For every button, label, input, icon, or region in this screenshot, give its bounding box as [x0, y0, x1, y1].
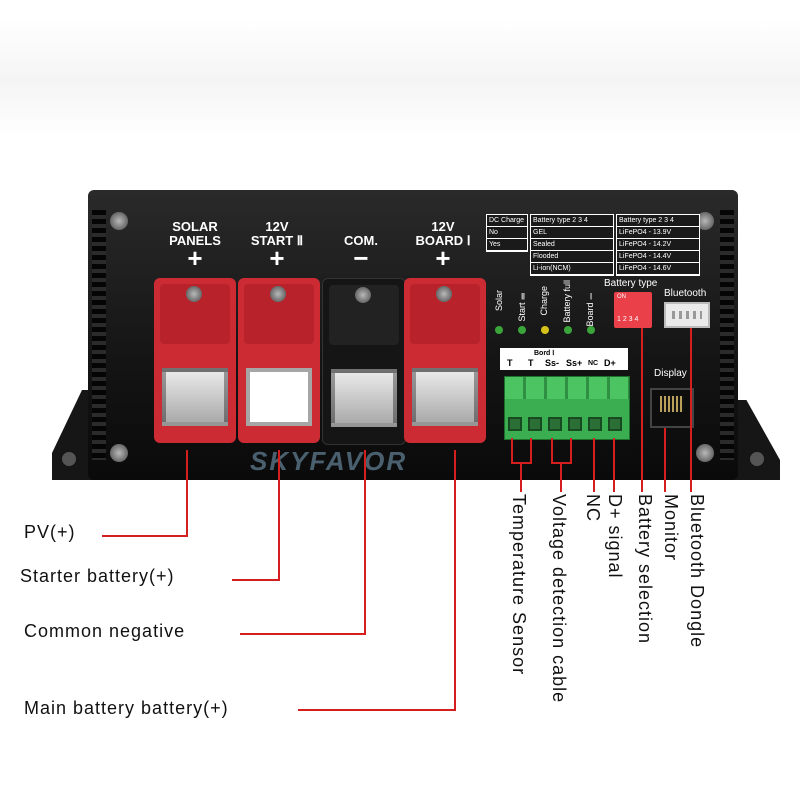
left-cooling-fins [92, 210, 106, 460]
right-cooling-fins [720, 210, 734, 460]
led-label-start: Start Ⅱ [517, 290, 527, 322]
connector-screw [436, 286, 452, 302]
connector-socket [246, 368, 312, 426]
left-mount-hole [62, 452, 76, 466]
terminal-polarity-com: − [353, 243, 369, 273]
battery-type-table-lead-acid: Battery type 2 3 4 GEL Sealed Flooded Li… [530, 214, 614, 276]
bracket-voltage-stem [560, 462, 562, 492]
charge-table: DC Charge No Yes [486, 214, 528, 252]
bracket-temperature-2 [530, 438, 532, 464]
start-battery-connector[interactable] [238, 278, 320, 443]
led-start [518, 326, 526, 334]
terminal-pin-t1[interactable] [508, 417, 522, 431]
line-bluetooth [690, 328, 692, 492]
terminal-label-board: 12V BOARD Ⅰ [415, 219, 471, 248]
connector-socket [162, 368, 228, 426]
bracket-temperature-stem [520, 462, 522, 492]
led-label-battery-full: Battery full [562, 280, 572, 323]
connector-socket [331, 369, 397, 427]
led-label-solar: Solar [494, 290, 504, 312]
line-d-plus [613, 438, 615, 492]
connector-screw [270, 286, 286, 302]
callout-d-plus-signal: D+ signal [605, 494, 625, 579]
line-monitor [664, 428, 666, 492]
callout-line-board-vertical [454, 450, 456, 710]
dip-on-label: ON [617, 294, 626, 300]
callout-main-battery: Main battery battery(+) [24, 698, 229, 718]
terminal-group-label: Bord Ⅰ [534, 350, 555, 357]
led-label-board: Board Ⅰ [585, 290, 595, 327]
terminal-polarity-start: + [269, 243, 285, 273]
bracket-voltage-2 [570, 438, 572, 464]
led-charge [541, 326, 549, 334]
callout-line-board-horizontal [298, 709, 456, 711]
line-battery-selection [641, 328, 643, 492]
bluetooth-port[interactable] [664, 302, 710, 328]
callout-line-start-vertical [278, 450, 280, 580]
callout-nc: NC [583, 494, 603, 522]
right-mount-hole [750, 452, 764, 466]
callout-common-negative: Common negative [24, 621, 186, 641]
pin-label-ss-plus: Ss+ [566, 358, 583, 368]
pin-label-nc: NC [588, 360, 599, 367]
bracket-temperature [511, 438, 513, 464]
panel-screw-top-right [696, 212, 714, 230]
callout-line-com-vertical [364, 450, 366, 634]
panel-screw-bottom-right [696, 444, 714, 462]
callout-pv: PV(+) [24, 522, 76, 542]
terminal-pin-t2[interactable] [528, 417, 542, 431]
dip-numbers: 1 2 3 4 [617, 316, 639, 323]
terminal-polarity-board: + [435, 243, 451, 273]
terminal-label-com: COM. [344, 233, 378, 248]
led-label-charge: Charge [539, 286, 549, 316]
terminal-pin-ss-minus[interactable] [548, 417, 562, 431]
callout-bluetooth-dongle: Bluetooth Dongle [687, 494, 707, 649]
callout-starter-battery: Starter battery(+) [20, 566, 175, 586]
dip-switch-label: Battery type [604, 278, 658, 289]
callout-monitor: Monitor [661, 494, 681, 562]
led-board [587, 326, 595, 334]
pin-label-t1: T [507, 358, 513, 368]
pin-label-t2: T [528, 358, 534, 368]
terminal-label-solar: SOLAR PANELS [169, 219, 221, 248]
callout-battery-selection: Battery selection [635, 494, 655, 645]
terminal-polarity-solar: + [187, 243, 203, 273]
terminal-pin-ss-plus[interactable] [568, 417, 582, 431]
callout-temperature-sensor: Temperature Sensor [509, 494, 529, 676]
terminal-pin-d-plus[interactable] [608, 417, 622, 431]
signal-terminal-block[interactable] [504, 376, 630, 440]
callout-line-pv-horizontal [102, 535, 188, 537]
solar-panel-connector[interactable] [154, 278, 236, 443]
bluetooth-label: Bluetooth [664, 288, 707, 299]
battery-type-table-lifepo4: Battery type 2 3 4 LiFePO4 - 13.9V LiFeP… [616, 214, 700, 276]
pin-label-d-plus: D+ [604, 358, 616, 368]
display-label: Display [654, 368, 687, 379]
led-solar [495, 326, 503, 334]
terminal-block-label-strip [500, 348, 628, 370]
watermark: SKYFAVOR [250, 446, 408, 476]
panel-screw-top-left [110, 212, 128, 230]
led-battery-full [564, 326, 572, 334]
callout-line-pv-vertical [186, 450, 188, 536]
display-rj-port[interactable] [650, 388, 694, 428]
connector-screw [355, 287, 371, 303]
callout-line-start-horizontal [232, 579, 280, 581]
line-nc [593, 438, 595, 492]
board-battery-connector[interactable] [404, 278, 486, 443]
terminal-pin-nc[interactable] [588, 417, 602, 431]
battery-type-dip-switch[interactable]: ON 1 2 3 4 [614, 292, 652, 328]
callout-voltage-detection: Voltage detection cable [549, 494, 569, 704]
connector-screw [186, 286, 202, 302]
common-negative-connector[interactable] [322, 278, 406, 445]
terminal-label-start: 12V START Ⅱ [250, 219, 304, 248]
pin-label-ss-minus: Ss- [545, 358, 560, 368]
panel-screw-bottom-left [110, 444, 128, 462]
connector-socket [412, 368, 478, 426]
bracket-voltage [551, 438, 553, 464]
background-band [0, 20, 800, 140]
callout-line-com-horizontal [240, 633, 366, 635]
